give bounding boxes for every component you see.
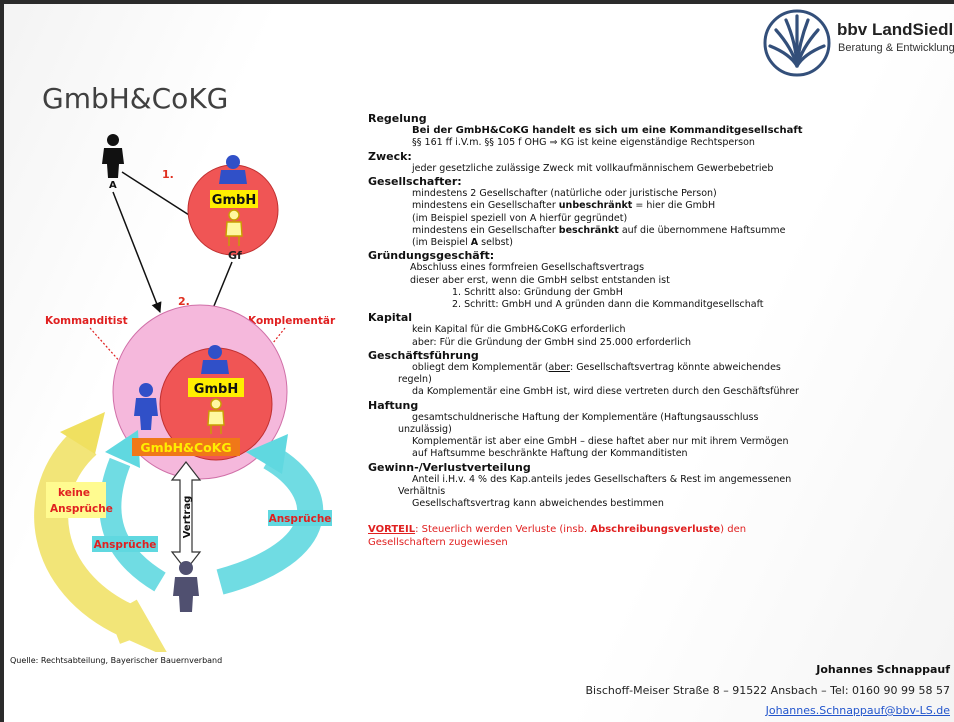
gmbh-top-label: GmbH	[212, 193, 256, 208]
komplementaer-label: Komplementär	[248, 315, 336, 327]
kapital-line-2: aber: Für die Gründung der GmbH sind 25.…	[412, 336, 691, 348]
step2-label: 2.	[178, 295, 190, 308]
vertrag-label: Vertrag	[182, 496, 193, 539]
gesellschafter-line-3: (im Beispiel speziell von A hierfür gegr…	[412, 212, 628, 224]
text: (im Beispiel	[412, 237, 471, 249]
gesellschafter-line-2: mindestens ein Gesellschafter unbeschrän…	[368, 200, 878, 212]
keine-label: keine	[58, 487, 90, 499]
yellow-arrow	[34, 429, 167, 652]
regelung-line-2: §§ 161 ff i.V.m. §§ 105 f OHG ⇒ KG ist k…	[412, 137, 755, 149]
anspruche-right-label: Ansprüche	[269, 513, 332, 525]
haftung-line-4: auf Haftsumme beschränkte Haftung der Ko…	[412, 448, 688, 460]
gmbh-cokg-label: GmbH&CoKG	[140, 440, 231, 455]
person-a-label: A	[109, 180, 117, 191]
kapital-line-1: kein Kapital für die GmbH&CoKG erforderl…	[412, 324, 626, 336]
vorteil-line-2: Gesellschaftern zugewiesen	[368, 536, 508, 548]
rules-text: Regelung Bei der GmbH&CoKG handelt es si…	[368, 112, 878, 549]
bbv-logo-icon	[763, 9, 831, 77]
heading-gesellschafter: Gesellschafter:	[368, 175, 462, 189]
vorteil-note: VORTEIL: Steuerlich werden Verluste (ins…	[368, 523, 878, 549]
gmbh-inner-box	[188, 378, 244, 397]
text: : Steuerlich werden Verluste (insb.	[415, 523, 591, 535]
heading-gewinn-verlust: Gewinn-/Verlustverteilung	[368, 460, 531, 474]
gv-line-1: Anteil i.H.v. 4 % des Kap.anteils jedes …	[412, 473, 792, 485]
text: = hier die GmbH	[632, 200, 716, 212]
slide-top-border	[0, 0, 954, 4]
person-a-bottom-icon	[173, 561, 199, 612]
regelung-line-1: Bei der GmbH&CoKG handelt es sich um ein…	[412, 125, 803, 137]
slide-left-border	[0, 0, 4, 722]
gruendung-line-4: 2. Schritt: GmbH und A gründen dann die …	[452, 299, 764, 311]
cyan-right-arrow-head	[246, 434, 288, 474]
gv-line-2: Verhältnis	[398, 486, 446, 498]
heading-kapital: Kapital	[368, 311, 413, 325]
gf-line-3: da Komplementär eine GmbH ist, wird dies…	[412, 386, 799, 398]
arrow-step1	[121, 171, 201, 223]
text: mindestens ein Gesellschafter	[412, 200, 559, 212]
text-bold: unbeschränkt	[558, 200, 633, 212]
arrow-a-to-kg	[112, 191, 162, 313]
cyan-left-arrow-head	[105, 430, 140, 468]
gruendung-line-2: dieser aber erst, wenn die GmbH selbst e…	[410, 274, 670, 286]
gesellschafter-line-4: mindestens ein Gesellschafter beschränkt…	[368, 225, 878, 237]
heading-regelung: Regelung	[368, 112, 427, 125]
gf-line-2: regeln)	[398, 374, 432, 386]
keine-anspruche-box	[46, 482, 106, 518]
anspruche-yellow-label: Ansprüche	[50, 503, 113, 515]
gmbh-cokg-diagram: A 1. 2. GmbH Gf Kommanditist Komplementä…	[34, 134, 336, 652]
step1-label: 1.	[162, 168, 174, 181]
heading-gruendung: Gründungsgeschäft:	[368, 249, 495, 263]
haftung-line-3: Komplementär ist aber eine GmbH – diese …	[412, 436, 789, 448]
logo-subtitle: Beratung & Entwicklung	[838, 42, 954, 54]
text: mindestens ein Gesellschafter	[412, 224, 559, 236]
gmbh-cokg-box	[132, 438, 240, 456]
person-a-icon	[102, 134, 124, 178]
heading-geschaeftsfuehrung: Geschäftsführung	[368, 348, 479, 362]
anspruche-left-label: Ansprüche	[94, 539, 157, 551]
diagram-source: Quelle: Rechtsabteilung, Bayerischer Bau…	[10, 656, 223, 665]
gv-line-3: Gesellschaftsvertrag kann abweichendes b…	[412, 498, 664, 510]
vorteil-keyword: VORTEIL	[368, 523, 416, 535]
gruendung-line-3: 1. Schritt also: Gründung der GmbH	[452, 286, 623, 298]
gesellschafter-line-5: (im Beispiel A selbst)	[368, 237, 878, 249]
zweck-line-1: jeder gesetzliche zulässige Zweck mit vo…	[412, 162, 774, 174]
partner-kg-top-icon	[201, 345, 229, 374]
text: ) den	[720, 523, 747, 535]
heading-zweck: Zweck:	[368, 149, 412, 163]
gmbh-inner-label: GmbH	[194, 382, 238, 397]
gmbh-top-box	[210, 190, 258, 208]
gf-figure-icon	[225, 209, 243, 246]
text-underline: aber	[548, 362, 570, 374]
text: selbst)	[478, 237, 513, 249]
kommanditist-label: Kommanditist	[45, 315, 128, 327]
text: obliegt dem Komplementär (	[412, 362, 549, 374]
text-bold: Abschreibungsverluste	[590, 523, 721, 535]
gf-label: Gf	[228, 249, 242, 262]
text-bold: beschränkt	[558, 224, 619, 236]
logo-name: bbv LandSiedlung	[837, 20, 954, 39]
anspruche-left-box	[92, 536, 158, 552]
heading-haftung: Haftung	[368, 398, 419, 412]
text: : Gesellschaftsvertrag könnte abweichend…	[569, 362, 781, 374]
haftung-line-1: gesamtschuldnerische Haftung der Komplem…	[412, 411, 759, 423]
anspruche-right-box	[268, 510, 332, 526]
text-bold: A	[470, 237, 479, 249]
footer-email-link[interactable]: Johannes.Schnappauf@bbv-LS.de	[765, 704, 950, 717]
kommanditist-person-icon	[134, 383, 158, 430]
gruendung-line-1: Abschluss eines formfreien Gesellschafts…	[410, 262, 645, 274]
gf-inner-figure-icon	[207, 398, 225, 434]
cyan-left-arrow	[99, 457, 166, 592]
footer-address: Bischoff-Meiser Straße 8 – 91522 Ansbach…	[585, 684, 950, 697]
gesellschafter-line-1: mindestens 2 Gesellschafter (natürliche …	[412, 188, 717, 200]
partner-top-icon	[219, 155, 247, 184]
yellow-arrow-head	[60, 412, 105, 454]
gf-line-1: obliegt dem Komplementär (aber: Gesellsc…	[368, 362, 878, 374]
slide-title: GmbH&CoKG	[42, 82, 229, 115]
haftung-line-2: unzulässig)	[398, 424, 452, 436]
footer-name: Johannes Schnappauf	[816, 663, 950, 676]
text: auf die übernommene Haftsumme	[618, 224, 786, 236]
